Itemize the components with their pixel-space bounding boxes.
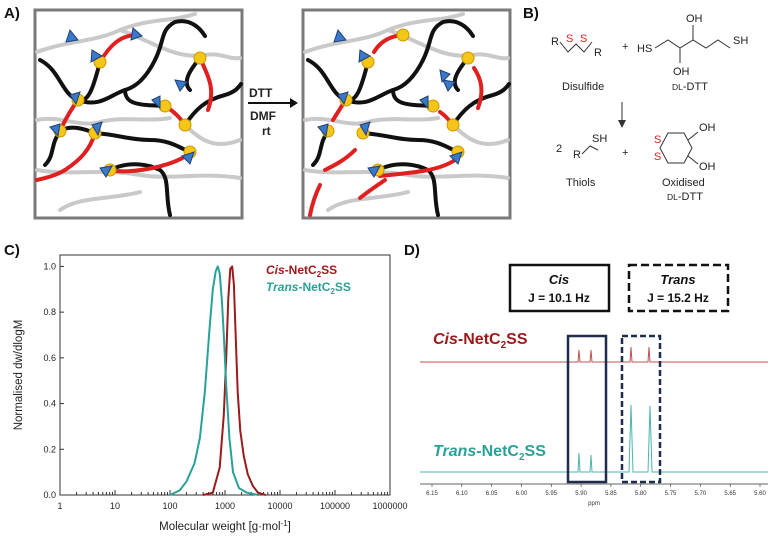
y-ticks: 0.0 0.2 0.4 0.6 0.8 1.0 <box>43 261 64 500</box>
thiols-label: Thiols <box>566 177 596 189</box>
nmr-tick-label: 6.15 <box>426 491 438 497</box>
x-ticks: 1 10 100 1000 10000 100000 1000000 <box>57 490 408 511</box>
y-tick-label: 0.2 <box>43 444 56 454</box>
x-tick-label: 100000 <box>320 501 350 511</box>
x-tick-label: 1000000 <box>372 501 407 511</box>
condition-dmf: DMF <box>250 109 276 123</box>
reaction-conditions: DTT DMF rt <box>248 86 298 138</box>
cis-spectrum-trace <box>420 346 768 363</box>
panel-label-a: A) <box>4 5 20 22</box>
ring-oh-bottom: OH <box>699 161 716 173</box>
nmr-tick-label: 5.85 <box>605 491 617 497</box>
trans-peak-box <box>620 334 662 484</box>
cis-info-box <box>508 263 611 313</box>
nmr-tick-label: 6.05 <box>486 491 498 497</box>
nmr-tick-label: 5.95 <box>545 491 557 497</box>
nmr-tick-label: 6.00 <box>516 491 528 497</box>
cis-box-j: J = 10.1 Hz <box>528 291 590 305</box>
reaction-arrow-head-icon <box>290 98 298 108</box>
x-tick-label: 1 <box>57 501 62 511</box>
nmr-tick-label: 5.90 <box>575 491 587 497</box>
oxidised-label: Oxidised <box>662 177 705 189</box>
disulfide-r1: R <box>551 36 559 48</box>
cis-spectrum-label: Cis-NetC2SS <box>433 331 528 351</box>
nmr-tick-label: 5.75 <box>665 491 677 497</box>
trans-info-box <box>627 263 730 313</box>
plus-1: + <box>622 41 628 53</box>
coefficient: 2 <box>556 143 562 155</box>
trans-spectrum-trace <box>420 404 768 473</box>
ring-s1: S <box>654 134 661 146</box>
trans-box-title: Trans <box>660 272 695 287</box>
thiol-sh: SH <box>592 133 607 145</box>
y-tick-label: 0.6 <box>43 353 56 363</box>
panel-label-b: B) <box>523 5 539 22</box>
trans-spectrum-label: Trans-NetC2SS <box>433 443 546 463</box>
panel-label-d: D) <box>404 242 420 259</box>
legend: Cis-NetC2SS Trans-NetC2SS <box>266 263 351 296</box>
gpc-chart: 0.0 0.2 0.4 0.6 0.8 1.0 1 10 100 1000 10000 100000… <box>13 254 408 533</box>
y-axis-title: Normalised dw/dlogM <box>13 320 25 431</box>
arrowhead-icons <box>49 27 195 178</box>
x-tick-label: 1000 <box>215 501 235 511</box>
dtt-sh: SH <box>733 35 748 47</box>
network-before <box>33 8 244 220</box>
ring-s2: S <box>654 151 661 163</box>
ring-oh-top: OH <box>699 122 716 134</box>
cis-peak-box <box>566 334 608 484</box>
nmr-tick-label: 5.60 <box>754 491 766 497</box>
series-line-cis <box>202 265 266 496</box>
dtt-label: DL-DTT <box>672 81 708 93</box>
reaction-scheme: R S S R + HS SH OH OH Disulfide DL-DTT 2… <box>551 13 748 203</box>
cis-box-title: Cis <box>549 272 569 287</box>
x-tick-label: 10 <box>110 501 120 511</box>
network-after <box>301 8 512 220</box>
disulfide-label: Disulfide <box>562 81 604 93</box>
series-lines <box>169 265 266 496</box>
nmr-panel: Cis J = 10.1 Hz Trans J = 15.2 Hz Cis-Ne… <box>420 263 768 507</box>
nmr-x-ticks: 6.15 6.10 6.05 6.00 5.95 5.90 5.85 5.80 5.75 5.70… <box>426 484 766 497</box>
nmr-tick-label: 5.65 <box>724 491 736 497</box>
trans-box-j: J = 15.2 Hz <box>647 291 709 305</box>
x-tick-label: 10000 <box>267 501 292 511</box>
legend-cis: Cis-NetC2SS <box>266 263 337 279</box>
condition-dtt: DTT <box>249 86 273 100</box>
x-tick-label: 100 <box>162 501 177 511</box>
panel-label-c: C) <box>4 242 20 259</box>
thiol-r: R <box>573 149 581 161</box>
plus-2: + <box>622 147 628 159</box>
dtt-hs: HS <box>637 43 652 55</box>
disulfide-s2: S <box>580 33 587 45</box>
y-tick-label: 0.0 <box>43 490 56 500</box>
disulfide-s1: S <box>566 33 573 45</box>
oxidised-dtt-label: DL-DTT <box>667 191 703 203</box>
legend-trans: Trans-NetC2SS <box>266 280 351 296</box>
nmr-tick-label: 6.10 <box>456 491 468 497</box>
series-line-trans <box>169 265 259 496</box>
y-tick-label: 0.8 <box>43 307 56 317</box>
x-axis-title: Molecular weight [g·mol-1] <box>159 519 291 533</box>
y-tick-label: 1.0 <box>43 261 56 271</box>
disulfide-r2: R <box>594 47 602 59</box>
nmr-x-unit: ppm <box>588 501 600 507</box>
condition-rt: rt <box>262 124 271 138</box>
y-tick-label: 0.4 <box>43 399 56 409</box>
nmr-tick-label: 5.70 <box>695 491 707 497</box>
nmr-tick-label: 5.80 <box>635 491 647 497</box>
background-chains <box>35 12 242 212</box>
dtt-oh-bottom: OH <box>673 66 690 78</box>
dtt-oh-top: OH <box>686 13 703 25</box>
